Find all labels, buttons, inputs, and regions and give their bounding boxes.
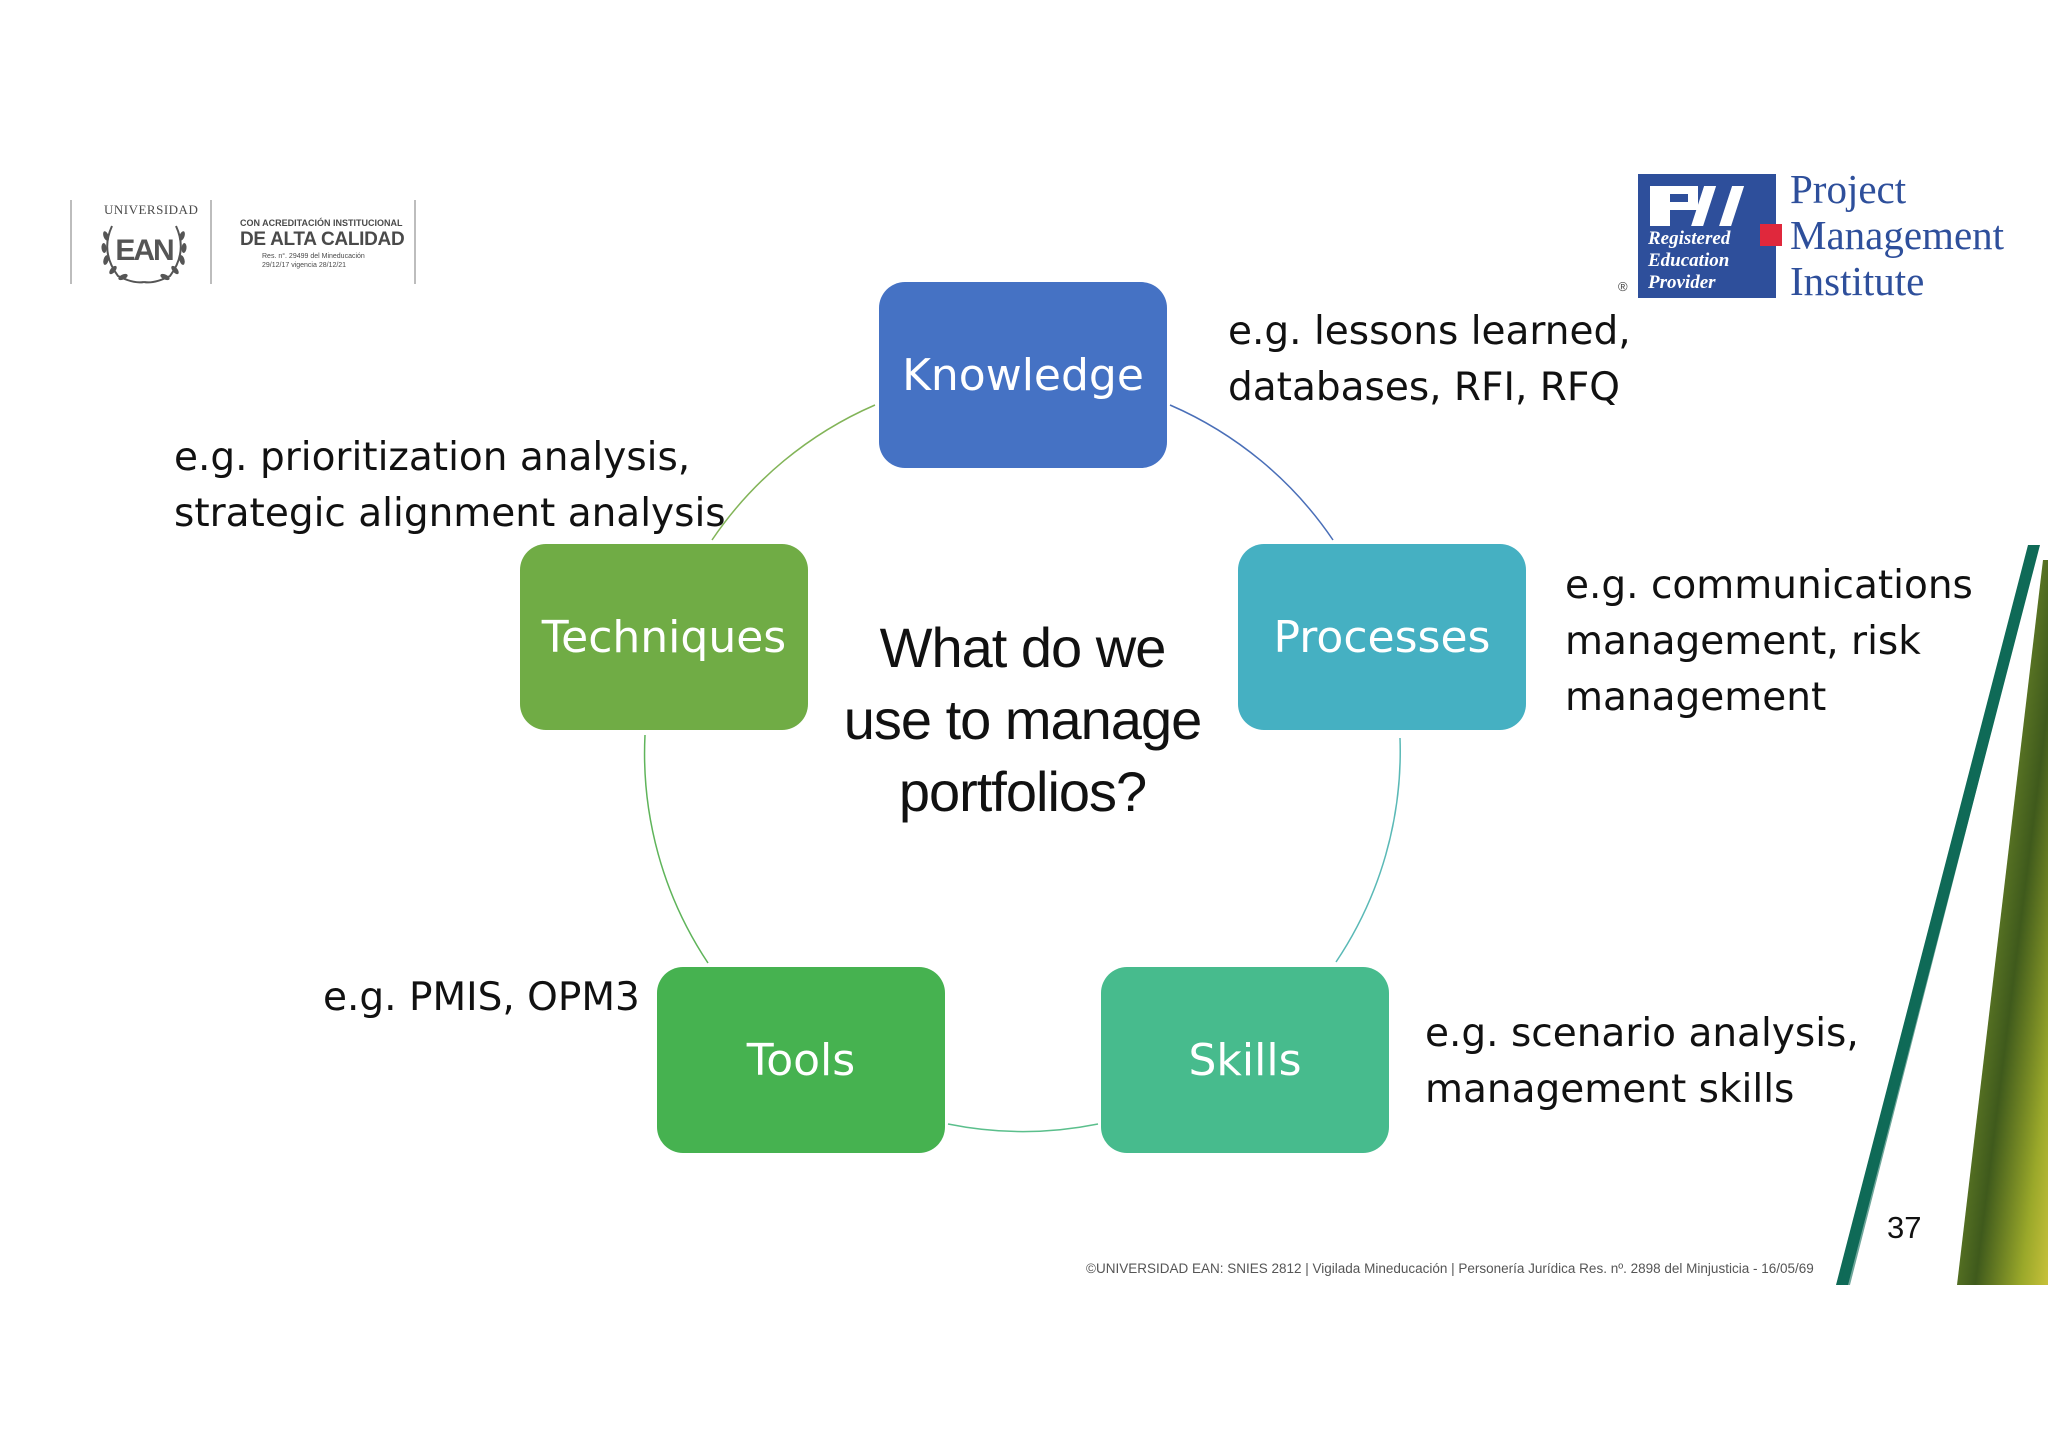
node-tools: Tools bbox=[657, 967, 945, 1153]
center-question-line-2: use to manage bbox=[843, 688, 1202, 751]
annotation-line: databases, RFI, RFQ bbox=[1228, 365, 1620, 410]
registered-mark: ® bbox=[1618, 279, 1628, 294]
divider bbox=[210, 200, 212, 284]
page-number: 37 bbox=[1887, 1210, 1922, 1245]
center-question-line-1: What do we bbox=[879, 616, 1167, 679]
stripe bbox=[1840, 580, 2030, 1285]
pmi-line-2: Management bbox=[1790, 212, 2005, 258]
pmi-badge-line-3: Provider bbox=[1648, 272, 1716, 293]
annotation-line: e.g. communications bbox=[1565, 563, 1973, 608]
accreditation-line-3: Res. n°. 29499 del Mineducación bbox=[262, 253, 365, 260]
stripe bbox=[1957, 560, 2048, 1285]
laurel-wreath-icon: EAN bbox=[101, 225, 187, 284]
divider bbox=[414, 200, 416, 284]
annotation-knowledge: e.g. lessons learned, databases, RFI, RF… bbox=[1228, 304, 1631, 416]
center-question: What do we use to manage portfolios? bbox=[830, 612, 1215, 828]
annotation-processes: e.g. communications management, risk man… bbox=[1565, 558, 1973, 726]
connector-skills-tools bbox=[947, 1123, 1099, 1133]
center-question-line-3: portfolios? bbox=[898, 760, 1147, 823]
annotation-techniques: e.g. prioritization analysis, strategic … bbox=[174, 430, 726, 542]
annotation-line: e.g. PMIS, OPM3 bbox=[323, 975, 640, 1020]
node-techniques: Techniques bbox=[520, 544, 808, 730]
annotation-line: management skills bbox=[1425, 1067, 1795, 1112]
pmi-wordmark: Project Management Institute bbox=[1790, 166, 2004, 304]
footer-text: ©UNIVERSIDAD EAN: SNIES 2812 | Vigilada … bbox=[1086, 1261, 1814, 1276]
node-processes: Processes bbox=[1238, 544, 1526, 730]
pmi-line-3: Institute bbox=[1790, 258, 1925, 304]
ean-university-label: UNIVERSIDAD bbox=[104, 202, 199, 217]
pmi-badge-line-2: Education bbox=[1648, 250, 1730, 271]
connector-processes-skills bbox=[1335, 737, 1401, 963]
decorative-stripes bbox=[1836, 545, 2048, 1285]
pmi-badge-line-1: Registered bbox=[1648, 228, 1731, 249]
annotation-line: management bbox=[1565, 675, 1827, 720]
accreditation-line-4: 29/12/17 vigencia 28/12/21 bbox=[262, 262, 347, 269]
divider bbox=[70, 200, 72, 284]
ean-wordmark: EAN bbox=[115, 234, 173, 267]
connector-techniques-knowledge bbox=[711, 404, 876, 541]
accreditation-line-1: CON ACREDITACIÓN INSTITUCIONAL bbox=[240, 218, 403, 228]
node-skills: Skills bbox=[1101, 967, 1389, 1153]
connector-tools-techniques bbox=[643, 734, 709, 964]
annotation-line: e.g. prioritization analysis, bbox=[174, 435, 691, 480]
ean-logo: UNIVERSIDAD EAN CON ACREDITACIÓN INSTITU… bbox=[70, 200, 420, 284]
pmi-line-1: Project bbox=[1790, 166, 1907, 212]
pmi-mark-icon bbox=[1638, 174, 1782, 298]
annotation-skills: e.g. scenario analysis, management skill… bbox=[1425, 1006, 1859, 1118]
pmi-badge-text: Registered Education Provider bbox=[1648, 228, 1758, 294]
pmi-logo: Registered Education Provider ® Project … bbox=[1618, 166, 2018, 306]
annotation-line: management, risk bbox=[1565, 619, 1921, 664]
annotation-line: e.g. lessons learned, bbox=[1228, 309, 1631, 354]
accreditation-line-2: DE ALTA CALIDAD bbox=[240, 229, 405, 250]
connector-knowledge-processes bbox=[1169, 404, 1334, 541]
annotation-tools: e.g. PMIS, OPM3 bbox=[323, 970, 640, 1026]
annotation-line: strategic alignment analysis bbox=[174, 491, 726, 536]
annotation-line: e.g. scenario analysis, bbox=[1425, 1011, 1859, 1056]
node-knowledge: Knowledge bbox=[879, 282, 1167, 468]
